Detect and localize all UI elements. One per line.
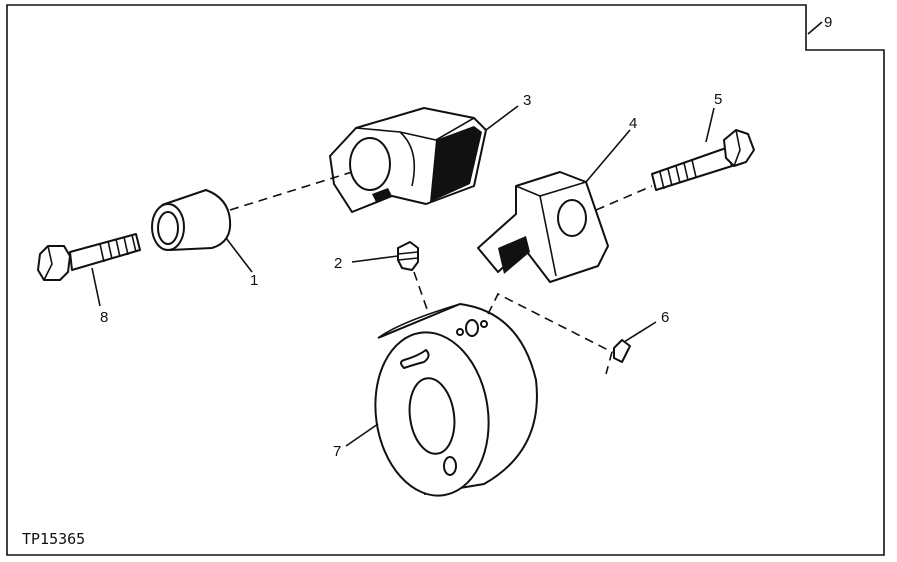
- callout-7: 7: [333, 443, 341, 460]
- diagram-border: [6, 4, 885, 556]
- part-1-bushing: [151, 189, 232, 251]
- callout-4: 4: [629, 115, 637, 132]
- leader-4: [585, 129, 631, 183]
- alignment-line-bushing-clevis: [229, 171, 353, 211]
- part-6-roll-pin: [613, 339, 631, 363]
- part-4-wedge-block: [477, 171, 609, 283]
- leader-2: [351, 255, 399, 263]
- leader-5: [705, 107, 715, 143]
- callout-2: 2: [334, 255, 342, 272]
- leader-9: [807, 21, 823, 35]
- alignment-line-fitting-hub: [413, 271, 429, 313]
- figure-id: TP15365: [22, 530, 85, 548]
- part-8-bolt: [37, 233, 141, 281]
- leader-8: [91, 267, 101, 307]
- callout-8: 8: [100, 309, 108, 326]
- leader-1: [225, 237, 253, 273]
- part-3-clevis: [329, 107, 487, 213]
- leader-3: [485, 105, 519, 131]
- alignment-line-bolt-wedge: [595, 185, 653, 211]
- callout-1: 1: [250, 272, 258, 289]
- part-2-grease-fitting: [397, 241, 419, 271]
- callout-6: 6: [661, 309, 669, 326]
- callout-3: 3: [523, 92, 531, 109]
- callout-5: 5: [714, 91, 722, 108]
- part-5-bolt: [651, 129, 755, 191]
- leader-6: [623, 321, 657, 343]
- leader-7: [345, 423, 379, 447]
- callout-9: 9: [824, 14, 832, 31]
- part-7-hub: [374, 303, 538, 497]
